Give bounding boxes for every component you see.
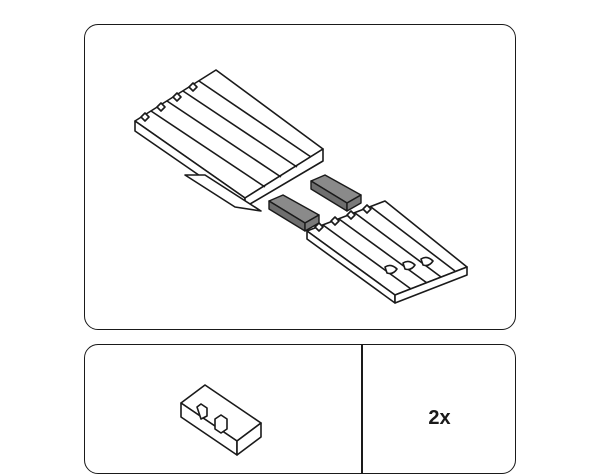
panel-divider [361,345,363,473]
rail-connector-part [180,384,262,456]
assembly-illustration-panel [84,24,516,330]
rail-joining-illustration [134,69,468,304]
quantity-label: 2x [428,407,451,429]
parts-panel: 2x [84,344,516,474]
